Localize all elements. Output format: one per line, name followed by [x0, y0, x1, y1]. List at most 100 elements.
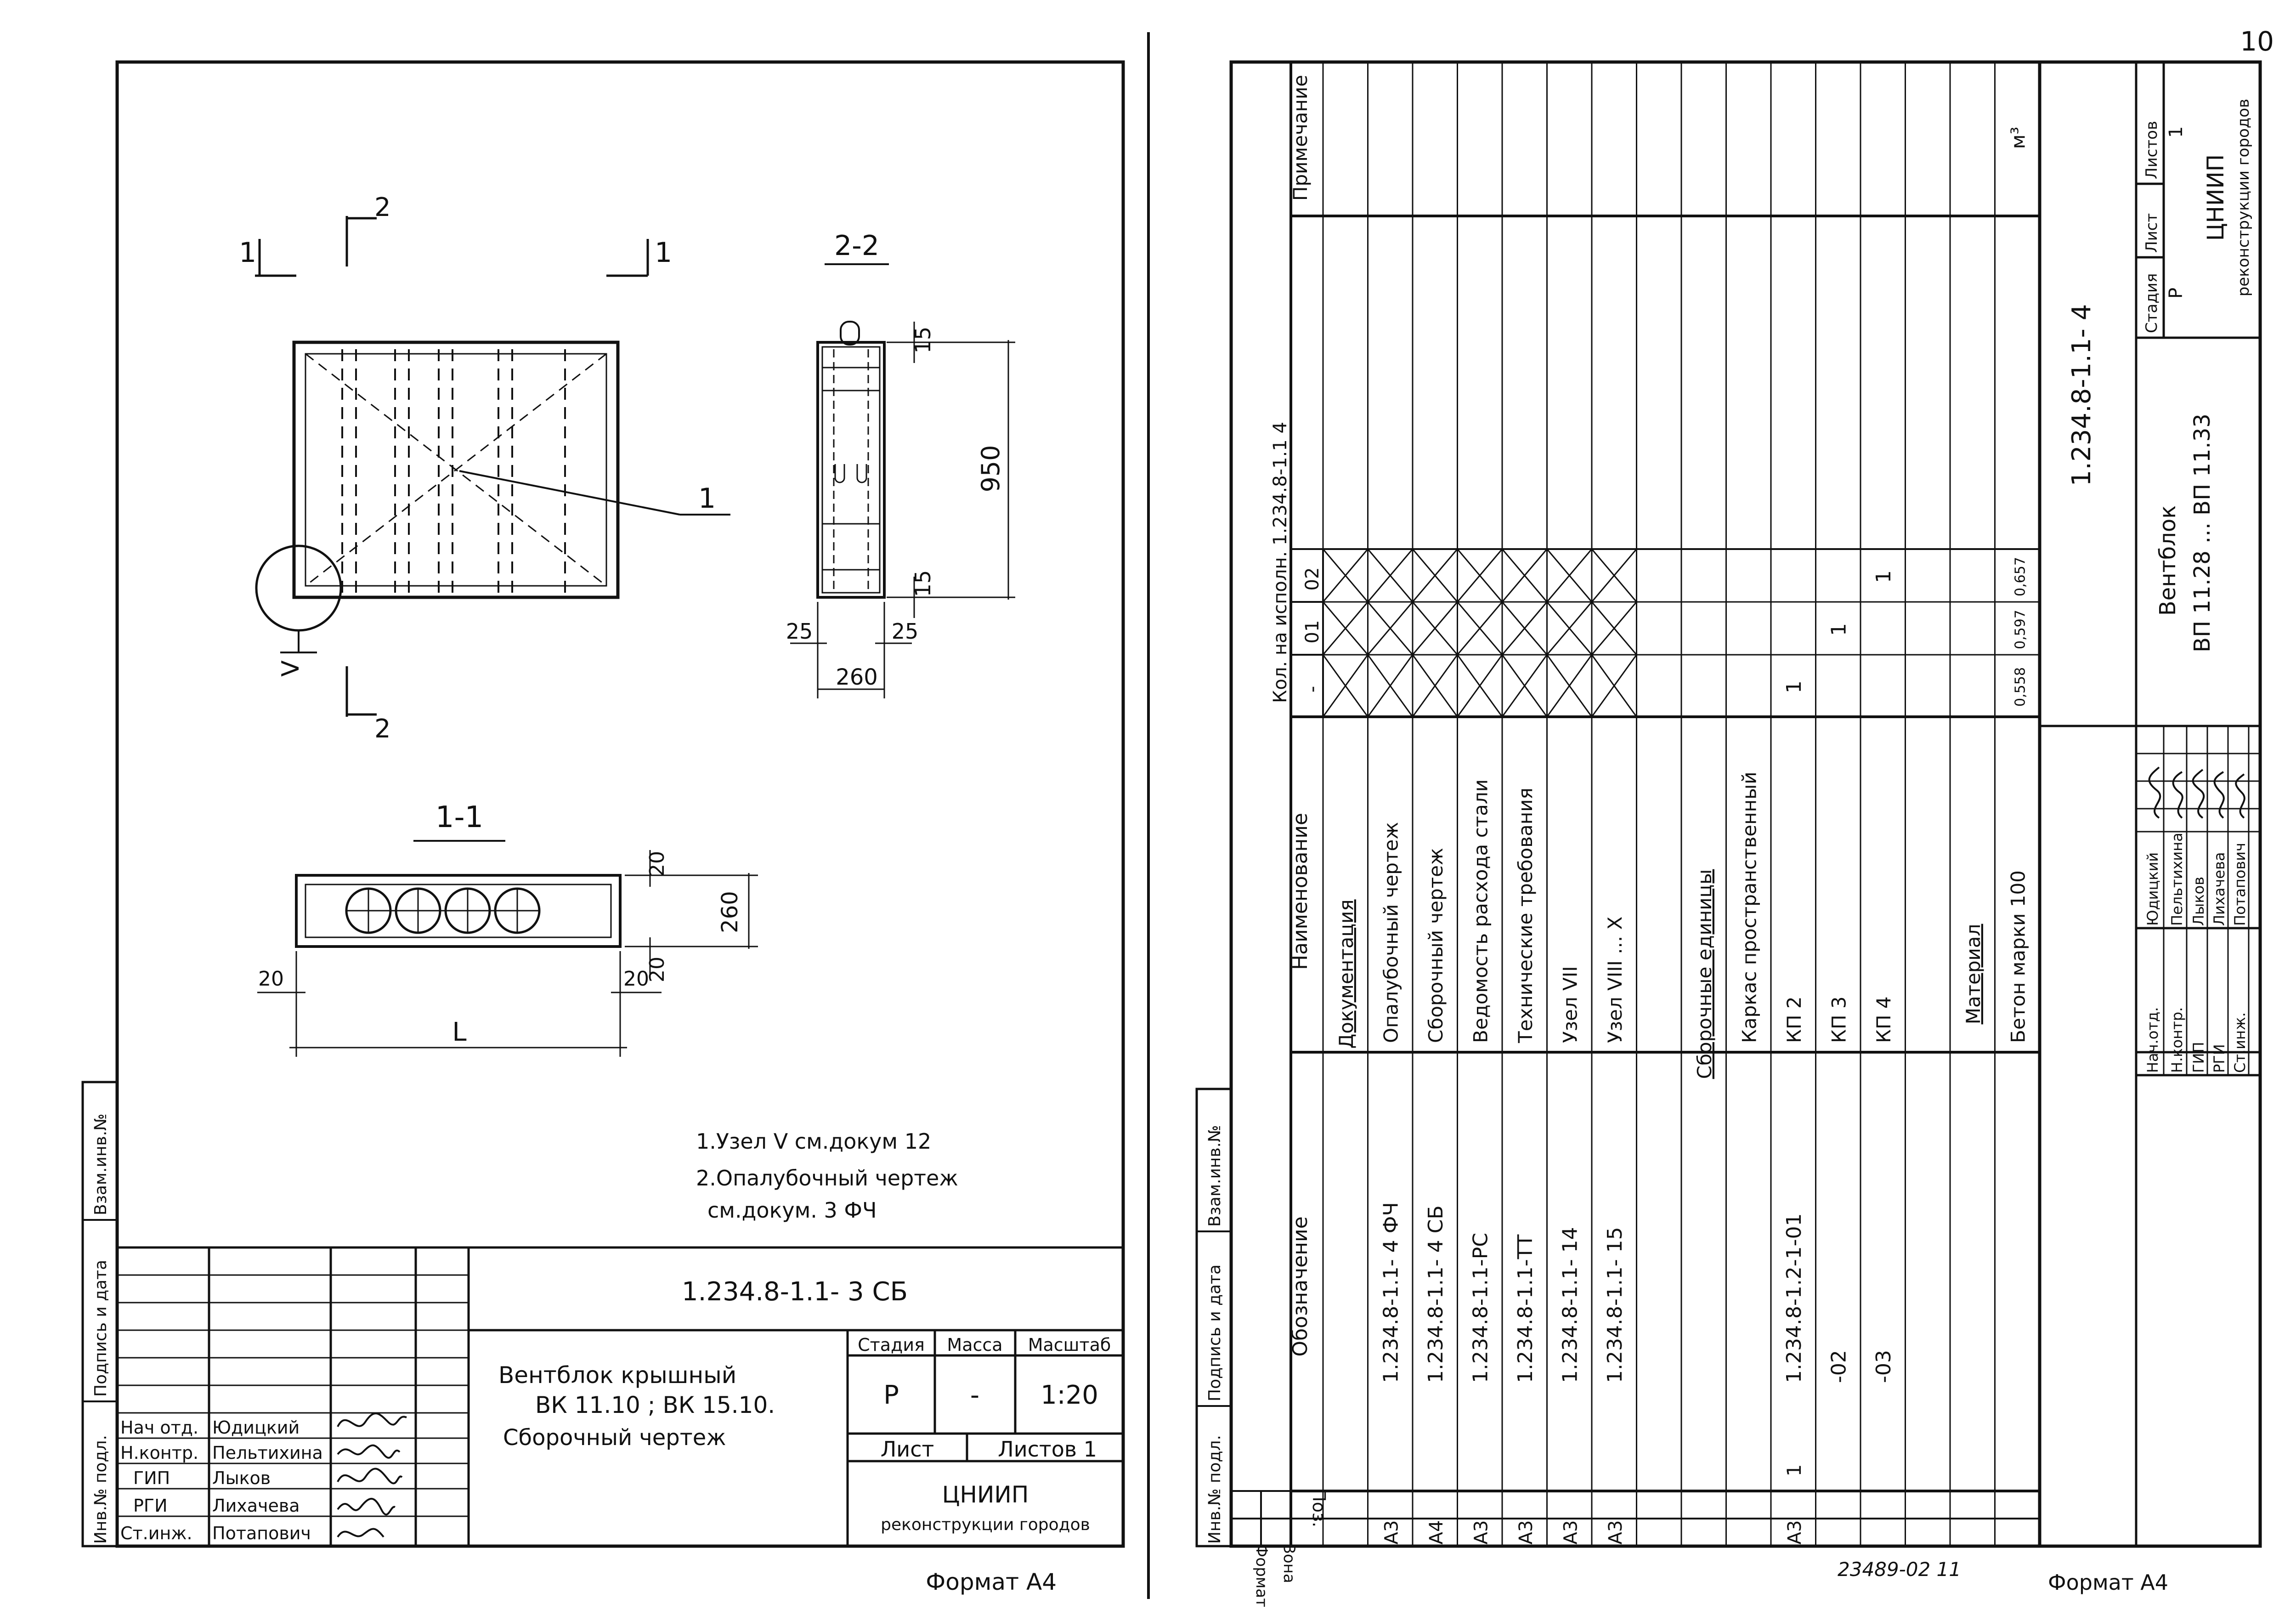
row-format: А3: [1560, 1520, 1581, 1545]
view-2-2: 2-2: [786, 230, 1015, 698]
left-title-line-2: ВК 11.10 ; ВК 15.10.: [535, 1392, 775, 1418]
left-staff-name-1: Юдицкий: [212, 1417, 300, 1438]
left-stamp-sign: Подпись и дата: [91, 1260, 110, 1397]
left-stamp-inv: Инв.№ подл.: [91, 1435, 110, 1544]
page-number: 10: [2240, 26, 2274, 57]
row-format: А3: [1784, 1520, 1805, 1545]
row-name: КП 4: [1872, 997, 1895, 1043]
row-format: А4: [1426, 1520, 1447, 1545]
row-format: А3: [1516, 1520, 1537, 1545]
grid-line: [1591, 654, 1637, 717]
spec-frame: [1229, 60, 2042, 1548]
left-frame: [115, 60, 1125, 1548]
row-name: Опалубочный чертеж: [1380, 822, 1402, 1043]
row-designation: 1.234.8-1.1- 15: [1603, 1227, 1627, 1383]
hdr-name: Наименование: [1289, 813, 1312, 970]
section-1-right: 1: [655, 237, 672, 269]
view-1-1: 1-1: [257, 800, 758, 1057]
right-designation: 1.234.8-1.1- 4: [2067, 304, 2097, 487]
left-stage: Р: [883, 1380, 899, 1410]
grid-line: [1457, 601, 1503, 655]
right-title-line-1: Вентблок: [2155, 505, 2181, 616]
left-mass: -: [970, 1380, 979, 1410]
spec-table-grid: [1231, 62, 2041, 1546]
left-title-line-1: Вентблок крышный: [498, 1362, 736, 1389]
left-stamp-vzam: Взам.инв.№: [91, 1113, 110, 1215]
hdr-qty: Кол. на исполн. 1.234.8-1.1 4: [1270, 422, 1291, 703]
right-stage: Р: [2166, 288, 2187, 299]
section-marks: 1 1 2 2: [239, 193, 672, 744]
right-staff-name-3: Лыков: [2190, 877, 2207, 926]
right-sheet: Инв.№ подл. Подпись и дата Взам.инв.№ Фо…: [1195, 60, 2262, 1607]
row-name: Ведомость расхода стали: [1469, 779, 1492, 1043]
row-format: А3: [1470, 1520, 1492, 1545]
note-2: 2.Опалубочный чертеж: [696, 1166, 958, 1190]
right-stamp-inv: Инв.№ подл.: [1205, 1435, 1224, 1544]
row-designation: 1.234.8-1.1- 4 ФЧ: [1379, 1202, 1402, 1383]
notes: 1.Узел V см.докум 12 2.Опалубочный черте…: [696, 1129, 958, 1223]
view-2-2-dim-top: 15: [910, 327, 935, 354]
left-sheet: Инв.№ подл. Подпись и дата Взам.инв.№ 1 …: [81, 60, 1125, 1595]
right-org: ЦНИИП: [2202, 154, 2229, 241]
grid-line: [1322, 601, 1369, 655]
right-staff-role-1: Нач.отд.: [2144, 1007, 2161, 1073]
hdr-designation: Обозначение: [1289, 1216, 1312, 1356]
row-format: А3: [1605, 1520, 1626, 1545]
right-staff-role-5: Ст.инж.: [2231, 1012, 2249, 1073]
row-name: Материал: [1962, 924, 1985, 1025]
grid-line: [1412, 654, 1458, 717]
right-staff-role-2: Н.контр.: [2168, 1007, 2186, 1073]
view-2-2-dim-right: 25: [892, 619, 919, 644]
right-side-stamp: Инв.№ подл. Подпись и дата Взам.инв.№: [1195, 1088, 1233, 1548]
right-stamp-sign: Подпись и дата: [1205, 1264, 1224, 1401]
grid-line: [1412, 549, 1458, 602]
note-1: 1.Узел V см.докум 12: [696, 1129, 931, 1154]
row-name: КП 2: [1783, 997, 1805, 1043]
view-1-1-title: 1-1: [435, 800, 484, 834]
left-sheets-label: Листов 1: [998, 1437, 1097, 1462]
row-designation: -03: [1872, 1350, 1895, 1383]
row-designation: 1.234.8-1.2-1-01: [1782, 1213, 1806, 1383]
archive-number: 23489-02 11: [1838, 1558, 1961, 1581]
row-name: Сборочные единицы: [1693, 869, 1716, 1079]
row-qty: 1: [1827, 623, 1850, 636]
grid-line: [1591, 549, 1637, 602]
left-staff-role-1: Нач отд.: [120, 1417, 198, 1438]
note-3: см.докум. 3 ФЧ: [707, 1198, 877, 1223]
row-qty: 0,657: [2012, 557, 2028, 596]
grid-line: [1457, 549, 1503, 602]
view-2-2-title: 2-2: [834, 230, 879, 262]
row-name: Технические требования: [1514, 788, 1537, 1043]
hdr-pos: Поз.: [1309, 1489, 1329, 1527]
left-org: ЦНИИП: [942, 1481, 1029, 1508]
row-name: Узел VIII ... X: [1604, 917, 1626, 1043]
left-org-sub: реконструкции городов: [881, 1515, 1090, 1534]
left-scale-label: Масштаб: [1028, 1335, 1111, 1355]
left-staff-name-5: Потапович: [212, 1523, 311, 1543]
left-stage-label: Стадия: [858, 1335, 925, 1355]
right-title-block: 1.234.8-1.1- 4 Вентблок ВП 11.28 ... ВП …: [2040, 62, 2260, 1546]
view-1-1-dim-length: L: [452, 1017, 466, 1047]
grid-line: [1501, 601, 1548, 655]
left-signatures: [337, 1412, 407, 1538]
left-mass-label: Масса: [947, 1335, 1002, 1355]
grid-line: [1546, 549, 1593, 602]
row-designation: 1.234.8-1.1- 14: [1558, 1227, 1582, 1383]
left-side-stamp: Инв.№ подл. Подпись и дата Взам.инв.№: [81, 1081, 119, 1548]
view-2-2-dim-bottom: 15: [910, 570, 935, 597]
right-stage-label: Стадия: [2143, 273, 2161, 333]
view-2-2-dim-height: 950: [976, 445, 1005, 492]
left-staff-role-4: РГИ: [133, 1496, 168, 1516]
grid-line: [1322, 549, 1369, 602]
section-1-left: 1: [239, 237, 256, 269]
hdr-qty-col-3: 02: [1302, 567, 1323, 591]
left-scale: 1:20: [1041, 1380, 1098, 1410]
right-stamp-vzam: Взам.инв.№: [1205, 1125, 1224, 1227]
view-1-1-dim-right: 20: [623, 967, 649, 991]
hdr-note: Примечание: [1289, 75, 1312, 201]
section-2-bottom: 2: [374, 714, 391, 744]
left-designation: 1.234.8-1.1- 3 СБ: [682, 1277, 908, 1307]
grid-line: [1322, 654, 1369, 717]
row-name: Бетон марки 100: [2007, 870, 2029, 1043]
